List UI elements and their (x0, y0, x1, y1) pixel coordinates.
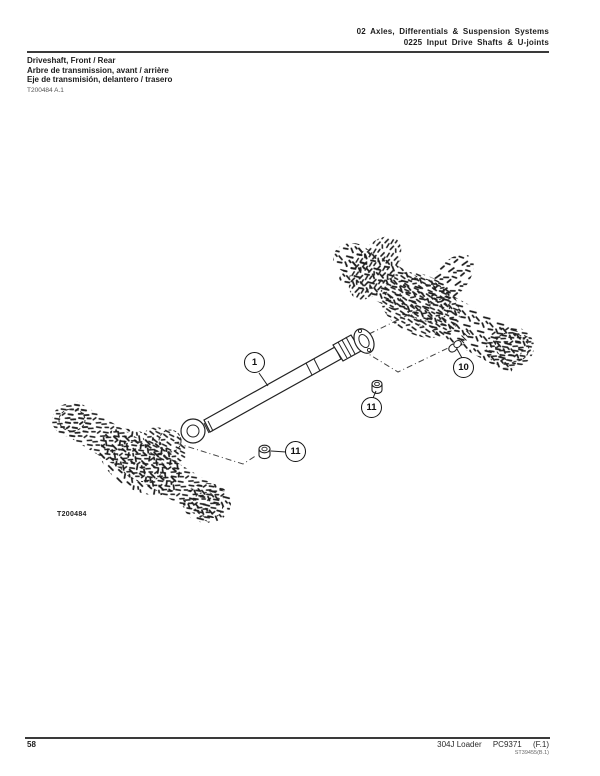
phantom-lines (175, 296, 449, 465)
callout-11b: 11 (285, 441, 306, 462)
footer-revision: (F.1) (533, 740, 549, 749)
footer-model: 304J Loader (437, 740, 482, 749)
page-number: 58 (27, 740, 36, 749)
callout-1-label: 1 (251, 357, 258, 368)
header-subsection-title: 0225 Input Drive Shafts & U-joints (403, 37, 549, 47)
footer-rule (25, 737, 550, 739)
callout-leader-lines (258, 348, 463, 453)
callout-11a-label: 11 (366, 402, 377, 413)
callout-11a: 11 (361, 397, 382, 418)
footer-code: ST39455(B.1) (514, 750, 549, 756)
bolt-item-10 (448, 330, 471, 353)
figure-reference: T200484 A.1 (27, 87, 64, 94)
page-header: 02 Axles, Differentials & Suspension Sys… (357, 27, 549, 48)
figure-title-block: Driveshaft, Front / Rear Arbre de transm… (27, 56, 172, 85)
header-section-title: 02 Axles, Differentials & Suspension Sys… (356, 27, 549, 36)
nut-item-11a (371, 379, 383, 394)
header-rule (27, 51, 549, 53)
footer-publication-info: 304J Loader PC9371 (F.1) (428, 740, 549, 749)
callout-11b-label: 11 (290, 446, 301, 457)
driveshaft-drawing (180, 328, 375, 444)
callout-1: 1 (244, 352, 265, 373)
figure-title-fr: Arbre de transmission, avant / arrière (27, 65, 169, 75)
right-axle-sketch (333, 236, 534, 374)
callout-10-label: 10 (458, 362, 469, 373)
callout-10: 10 (453, 357, 474, 378)
footer-catalog-number: PC9371 (492, 740, 522, 749)
figure-image-label: T200484 (57, 511, 87, 518)
left-axle-sketch (52, 401, 231, 523)
figure-title-es: Eje de transmisión, delantero / trasero (27, 75, 173, 85)
figure-title-en: Driveshaft, Front / Rear (27, 56, 116, 65)
nut-item-11b (258, 444, 271, 460)
